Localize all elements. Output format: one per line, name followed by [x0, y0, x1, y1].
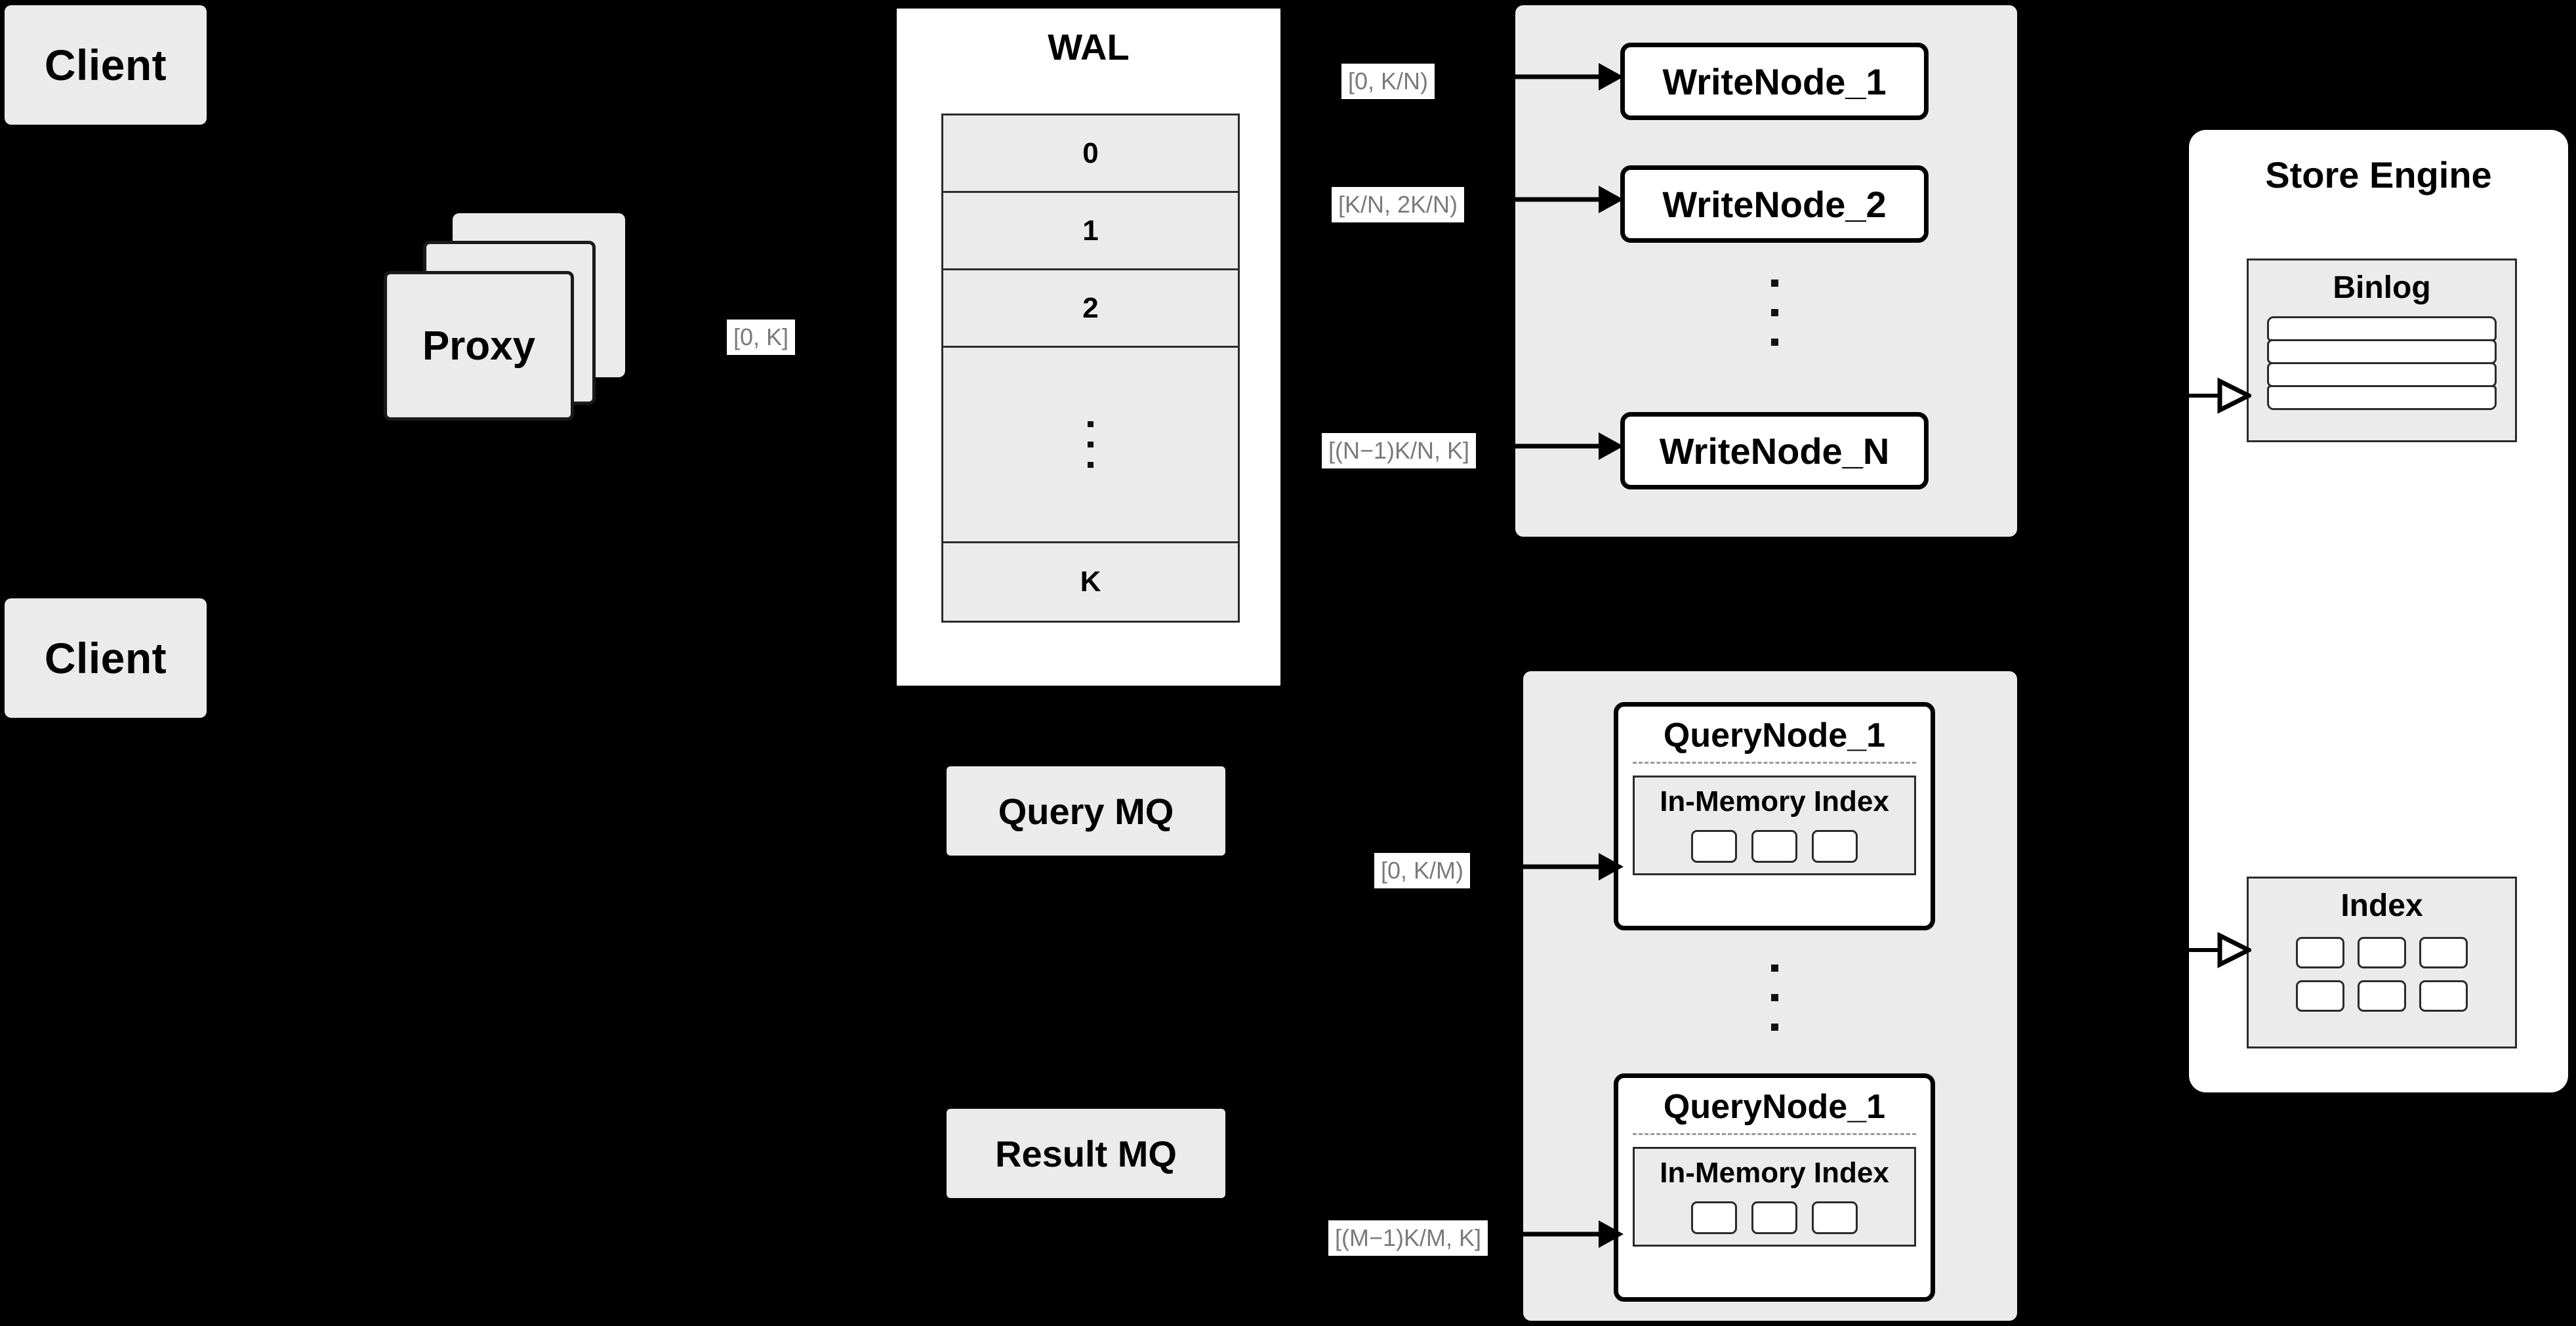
ellipsis-dot [1771, 994, 1778, 1001]
write-node-label: WriteNode_N [1659, 430, 1890, 472]
write-node-n[interactable]: WriteNode_N [1620, 412, 1929, 489]
index-cell-grid [2249, 937, 2515, 1012]
arrow-to-query-node-m [1509, 1220, 1624, 1248]
index-chip [1812, 830, 1858, 863]
binlog-title: Binlog [2333, 270, 2431, 305]
wal-panel: WAL 0 1 2 K [893, 5, 1284, 689]
arrow-to-write-node-1 [1509, 63, 1624, 91]
write-node-1[interactable]: WriteNode_1 [1620, 43, 1929, 120]
write-node-ellipsis [1771, 280, 1778, 346]
binlog-row [2267, 385, 2497, 410]
arrow-to-write-node-2 [1509, 186, 1624, 213]
query-node-label: QueryNode_1 [1663, 716, 1886, 755]
arrow-to-binlog [2182, 376, 2251, 415]
client-label: Client [44, 41, 167, 89]
query-node-label: QueryNode_1 [1663, 1088, 1886, 1126]
index-cell [2358, 937, 2406, 968]
index-cell [2296, 980, 2344, 1012]
binlog-row [2267, 362, 2497, 387]
client-box-1[interactable]: Client [5, 5, 207, 125]
ellipsis-dot [1771, 1024, 1778, 1031]
binlog-row [2267, 339, 2497, 364]
query-node-divider [1633, 1133, 1916, 1135]
binlog-box[interactable]: Binlog [2247, 259, 2517, 442]
query-mq-label: Query MQ [998, 790, 1174, 832]
proxy-output-range-label: [0, K] [727, 320, 796, 355]
client-box-2[interactable]: Client [5, 598, 207, 718]
index-chip [1751, 830, 1797, 863]
ellipsis-dot [1771, 309, 1778, 316]
index-cell [2296, 937, 2344, 968]
query-node-m[interactable]: QueryNode_1 In-Memory Index [1614, 1073, 1935, 1302]
wal-row[interactable]: 2 [943, 270, 1238, 348]
index-chip [1691, 1201, 1737, 1234]
wal-row[interactable]: 0 [943, 115, 1238, 193]
in-memory-index-1: In-Memory Index [1633, 776, 1916, 875]
in-memory-index-chips [1635, 830, 1914, 863]
in-memory-index-chips [1635, 1201, 1914, 1234]
in-memory-index-m: In-Memory Index [1633, 1147, 1916, 1247]
open-arrowhead-icon [2217, 377, 2251, 414]
binlog-row [2267, 316, 2497, 341]
wal-row[interactable]: K [1080, 566, 1101, 598]
write-node-label: WriteNode_1 [1662, 60, 1887, 102]
arrow-to-index [2182, 930, 2251, 970]
index-title: Index [2341, 888, 2423, 923]
arrow-to-write-node-n [1509, 432, 1624, 460]
ellipsis-dot [1088, 442, 1094, 447]
query-node-m-range-label: [(M−1)K/M, K] [1328, 1220, 1488, 1256]
wal-entry-table: 0 1 2 K [941, 114, 1240, 623]
write-node-2[interactable]: WriteNode_2 [1620, 165, 1929, 243]
arrow-to-query-node-1 [1509, 853, 1624, 881]
proxy-stack-layer-front[interactable]: Proxy [384, 271, 574, 421]
proxy-stack[interactable]: Proxy [384, 213, 659, 423]
write-node-n-range-label: [(N−1)K/N, K] [1322, 433, 1477, 468]
wal-row[interactable]: 1 [943, 193, 1238, 270]
proxy-label: Proxy [422, 323, 536, 369]
index-cell [2419, 980, 2468, 1012]
index-box[interactable]: Index [2247, 877, 2517, 1048]
query-node-ellipsis [1771, 964, 1778, 1031]
index-chip [1691, 830, 1737, 863]
index-chip [1751, 1201, 1797, 1234]
write-node-label: WriteNode_2 [1662, 183, 1887, 225]
in-memory-index-title: In-Memory Index [1660, 1157, 1889, 1189]
binlog-rows [2267, 316, 2497, 410]
wal-row-ellipsis [943, 348, 1238, 543]
index-cell [2419, 937, 2468, 968]
ellipsis-dot [1088, 421, 1094, 427]
query-node-1[interactable]: QueryNode_1 In-Memory Index [1614, 702, 1935, 930]
query-node-cluster: QueryNode_1 In-Memory Index QueryNode_1 … [1523, 671, 2017, 1321]
ellipsis-dot [1771, 339, 1778, 346]
store-engine-panel: Store Engine Binlog Index [2189, 130, 2568, 1092]
in-memory-index-title: In-Memory Index [1660, 785, 1889, 818]
wal-title: WAL [1048, 26, 1130, 68]
query-mq-box[interactable]: Query MQ [947, 766, 1225, 856]
write-node-cluster: WriteNode_1 WriteNode_2 WriteNode_N [1515, 5, 2017, 537]
write-node-2-range-label: [K/N, 2K/N) [1332, 187, 1465, 222]
result-mq-box[interactable]: Result MQ [947, 1109, 1225, 1198]
index-cell [2358, 980, 2406, 1012]
index-chip [1812, 1201, 1858, 1234]
open-arrowhead-icon [2217, 932, 2251, 968]
write-node-1-range-label: [0, K/N) [1341, 64, 1435, 99]
ellipsis-dot [1088, 462, 1094, 468]
client-label: Client [44, 634, 167, 682]
query-node-divider [1633, 762, 1916, 764]
query-node-1-range-label: [0, K/M) [1374, 853, 1471, 888]
ellipsis-dot [1771, 280, 1778, 287]
result-mq-label: Result MQ [995, 1132, 1177, 1174]
ellipsis-dot [1771, 964, 1778, 972]
store-engine-title: Store Engine [2265, 154, 2492, 196]
